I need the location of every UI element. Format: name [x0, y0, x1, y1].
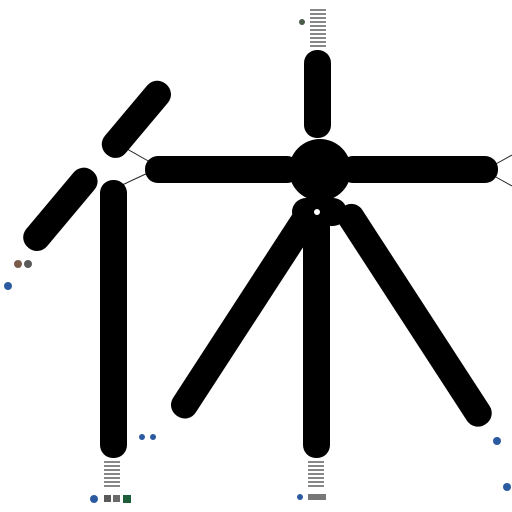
gray-circle-icon — [24, 260, 32, 268]
gray-square-icon — [104, 495, 111, 502]
blue-dot-icon — [4, 282, 12, 290]
blue-dot-icon — [503, 483, 511, 491]
lower-left-diagonal-bar — [171, 204, 320, 419]
blue-dot-icon — [297, 494, 303, 500]
green-square-icon — [123, 495, 131, 503]
blue-dot-icon — [493, 437, 501, 445]
left-short-diagonal-bar — [23, 167, 98, 251]
brown-circle-icon — [14, 260, 22, 268]
lower-right-diagonal-bar — [337, 203, 492, 427]
top-stem-bar — [304, 50, 331, 138]
left-arm-bar — [145, 156, 300, 183]
gray-square-icon — [113, 495, 120, 502]
connector-line — [119, 171, 151, 187]
top-stack-icon — [310, 9, 326, 47]
hub-base-mark-icon — [314, 209, 320, 215]
connector-line — [493, 175, 512, 187]
center-bottom-stack-icon — [308, 461, 324, 487]
connector-line — [493, 154, 512, 166]
center-vertical-bar — [303, 200, 330, 458]
left-vertical-bar — [100, 180, 127, 458]
blue-dot-icon — [150, 434, 156, 440]
right-arm-bar — [340, 156, 498, 183]
gray-square-icon — [308, 494, 326, 500]
upper-left-diagonal-bar — [101, 80, 171, 158]
hub-circle — [289, 139, 351, 201]
blue-dot-icon — [139, 434, 145, 440]
left-bottom-stack-icon — [104, 461, 120, 487]
blue-dot-icon — [90, 495, 98, 503]
blue-dot-icon — [299, 19, 305, 25]
